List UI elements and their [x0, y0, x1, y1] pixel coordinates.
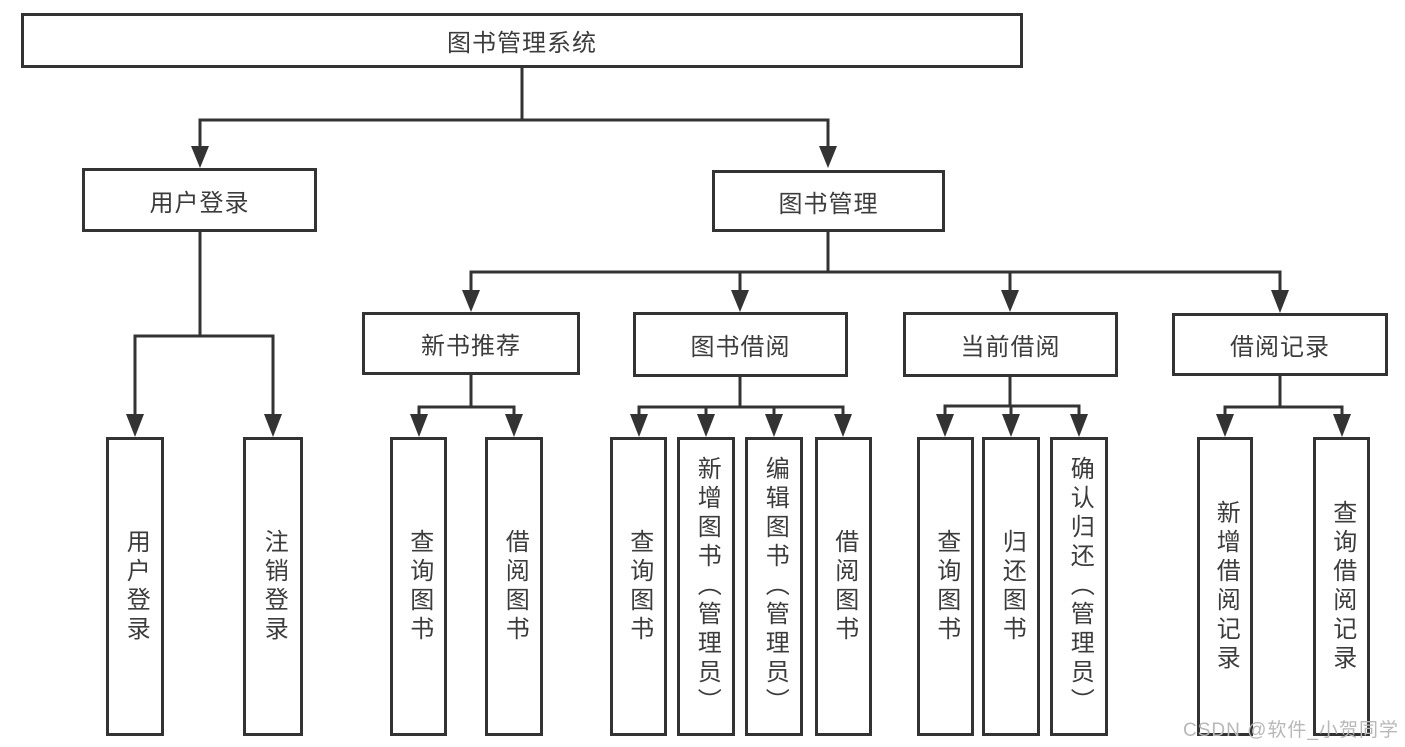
- arrow-cb-leaf1: [936, 414, 954, 437]
- leaf-bb-borrow-books: 借阅图书: [815, 437, 872, 736]
- leaf-cb-confirm-return-admin-label: 确认归还（管理员）: [1066, 456, 1094, 717]
- leaf-nbr-query-books: 查询图书: [390, 437, 447, 736]
- leaf-cb-query-books: 查询图书: [917, 437, 974, 736]
- leaf-br-query-record-label: 查询借阅记录: [1328, 499, 1356, 674]
- node-book-borrow: 图书借阅: [633, 312, 848, 377]
- arrow-nbr-leaf1: [410, 414, 428, 437]
- node-current-borrow-label: 当前借阅: [960, 334, 1061, 361]
- arrow-cb: [1001, 290, 1019, 312]
- arrow-leaf-user-login: [126, 414, 144, 437]
- arrow-br: [1271, 290, 1289, 313]
- leaf-cb-confirm-return-admin: 确认归还（管理员）: [1050, 437, 1108, 736]
- leaf-bb-edit-books-admin-label: 编辑图书（管理员）: [761, 456, 789, 717]
- node-user-login: 用户登录: [82, 168, 317, 232]
- arrow-book-mgmt: [819, 146, 837, 168]
- leaf-bb-add-books-admin-label: 新增图书（管理员）: [693, 456, 721, 717]
- node-user-login-label: 用户登录: [149, 189, 250, 217]
- leaf-bb-query-books-label: 查询图书: [625, 528, 653, 645]
- arrow-bb-leaf4: [834, 414, 852, 437]
- node-borrow-record-label: 借阅记录: [1230, 334, 1330, 361]
- arrow-cb-leaf2: [1002, 414, 1020, 437]
- arrow-leaf-logout: [264, 414, 282, 437]
- leaf-nbr-query-books-label: 查询图书: [405, 528, 433, 645]
- arrow-nbr: [462, 290, 480, 312]
- arrow-nbr-leaf2: [505, 414, 523, 437]
- node-new-book-rec-label: 新书推荐: [421, 333, 521, 360]
- arrow-bb: [731, 290, 749, 312]
- leaf-nbr-borrow-books: 借阅图书: [485, 437, 543, 736]
- leaf-cb-return-books-label: 归还图书: [998, 528, 1026, 645]
- arrow-cb-leaf3: [1070, 414, 1088, 437]
- leaf-br-add-record: 新增借阅记录: [1197, 437, 1253, 736]
- node-borrow-record: 借阅记录: [1172, 313, 1388, 376]
- leaf-bb-edit-books-admin: 编辑图书（管理员）: [745, 437, 803, 736]
- node-current-borrow: 当前借阅: [903, 312, 1118, 377]
- leaf-logout-label: 注销登录: [260, 528, 288, 645]
- leaf-bb-borrow-books-label: 借阅图书: [830, 528, 858, 645]
- node-root-label: 图书管理系统: [447, 30, 597, 57]
- arrow-bb-leaf1: [630, 414, 648, 437]
- leaf-bb-add-books-admin: 新增图书（管理员）: [677, 437, 735, 736]
- leaf-logout: 注销登录: [243, 437, 303, 736]
- node-book-mgmt: 图书管理: [712, 170, 945, 232]
- arrow-user-login: [191, 146, 209, 168]
- leaf-br-query-record: 查询借阅记录: [1313, 437, 1370, 736]
- arrow-bb-leaf3: [765, 414, 783, 437]
- arrow-br-leaf2: [1333, 414, 1351, 437]
- node-book-mgmt-label: 图书管理: [778, 190, 879, 218]
- node-root: 图书管理系统: [21, 13, 1023, 68]
- leaf-user-login: 用户登录: [106, 437, 164, 736]
- arrow-br-leaf1: [1216, 414, 1234, 437]
- leaf-user-login-label: 用户登录: [122, 528, 150, 645]
- node-new-book-rec: 新书推荐: [362, 312, 580, 375]
- leaf-cb-return-books: 归还图书: [982, 437, 1040, 736]
- leaf-br-add-record-label: 新增借阅记录: [1212, 499, 1240, 674]
- arrow-bb-leaf2: [697, 414, 715, 437]
- watermark: CSDN @软件_小贺同学: [1183, 720, 1399, 741]
- leaf-cb-query-books-label: 查询图书: [932, 528, 960, 645]
- leaf-bb-query-books: 查询图书: [610, 437, 667, 736]
- node-book-borrow-label: 图书借阅: [690, 334, 791, 361]
- leaf-nbr-borrow-books-label: 借阅图书: [501, 528, 529, 645]
